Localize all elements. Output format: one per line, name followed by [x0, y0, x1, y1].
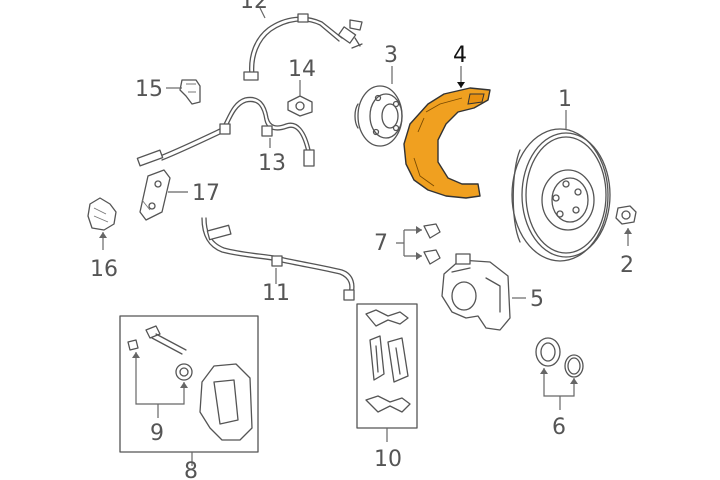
- bracket-part-17: [139, 169, 171, 221]
- callout-12: 12: [240, 0, 268, 14]
- callout-2: 2: [620, 253, 634, 278]
- bracket-part-15: [179, 79, 201, 105]
- clip-part-14: [287, 95, 313, 117]
- caliper-kit-box-part-8: [119, 315, 259, 453]
- hub-part-3: [354, 85, 403, 147]
- callout-1: 1: [558, 87, 572, 112]
- callout-10: 10: [374, 447, 402, 472]
- callout-13: 13: [258, 151, 286, 176]
- brake-disc-part-1: [511, 128, 611, 262]
- callout-3: 3: [384, 43, 398, 68]
- callout-9: 9: [150, 421, 164, 446]
- guide-bolts-part-7: [423, 223, 441, 265]
- caliper-part-5: [441, 253, 511, 331]
- callout-6: 6: [552, 415, 566, 440]
- callout-16: 16: [90, 257, 118, 282]
- callout-7: 7: [374, 231, 388, 256]
- callout-17: 17: [192, 181, 220, 206]
- callout-14: 14: [288, 57, 316, 82]
- callout-8: 8: [184, 459, 198, 480]
- callout-4: 4: [453, 43, 467, 68]
- sensor-wire-part-11: [201, 217, 355, 301]
- brake-pads-box-part-10: [356, 303, 418, 429]
- bolt-part-2: [615, 205, 637, 225]
- dust-shield-part-4: [403, 87, 491, 199]
- clip-part-16: [87, 197, 117, 231]
- abs-sensor-part-13: [136, 96, 315, 167]
- seal-kit-part-6: [535, 337, 584, 378]
- brake-hose-part-12: [243, 13, 363, 81]
- callout-11: 11: [262, 281, 290, 306]
- callout-5: 5: [530, 287, 544, 312]
- callout-15: 15: [135, 77, 163, 102]
